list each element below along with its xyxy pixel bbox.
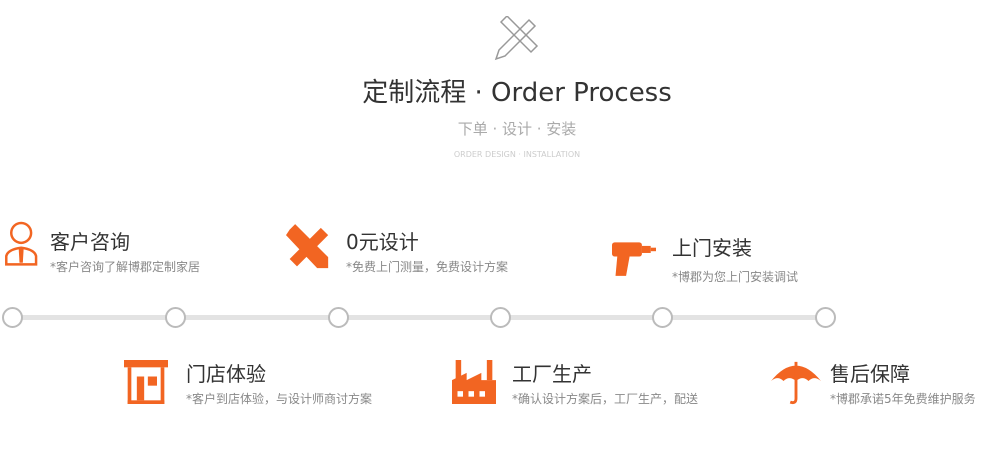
step-title: 0元设计 — [346, 230, 419, 254]
step-desc: *客户到店体验，与设计师商讨方案 — [186, 392, 373, 406]
customer-service-icon — [5, 221, 38, 266]
page-subtitle: 下单 · 设计 · 安装 — [457, 120, 577, 138]
timeline-node — [815, 307, 836, 328]
timeline-node — [652, 307, 673, 328]
timeline-node — [165, 307, 186, 328]
umbrella-icon — [771, 361, 821, 405]
store-icon — [124, 360, 168, 404]
step-desc: *确认设计方案后，工厂生产，配送 — [512, 392, 699, 406]
step-title: 工厂生产 — [512, 362, 592, 386]
step-desc: *博郡为您上门安装调试 — [672, 270, 799, 284]
step-title: 门店体验 — [186, 362, 266, 386]
timeline-track — [12, 315, 825, 320]
step-desc: *客户咨询了解博郡定制家居 — [50, 260, 201, 274]
page-subtitle-en: ORDER DESIGN · INSTALLATION — [453, 150, 581, 159]
step-title: 客户咨询 — [50, 230, 130, 254]
step-desc: *博郡承诺5年免费维护服务 — [830, 392, 976, 406]
pencil-ruler-icon — [286, 224, 329, 269]
page-title: 定制流程 · Order Process — [362, 78, 672, 108]
pencil-ruler-icon — [494, 16, 539, 61]
step-title: 上门安装 — [672, 236, 752, 260]
step-title: 售后保障 — [830, 362, 910, 386]
timeline-node — [490, 307, 511, 328]
factory-icon — [452, 360, 496, 404]
step-desc: *免费上门测量，免费设计方案 — [346, 260, 509, 274]
timeline-node — [328, 307, 349, 328]
timeline-node — [2, 307, 23, 328]
drill-icon — [612, 242, 656, 276]
